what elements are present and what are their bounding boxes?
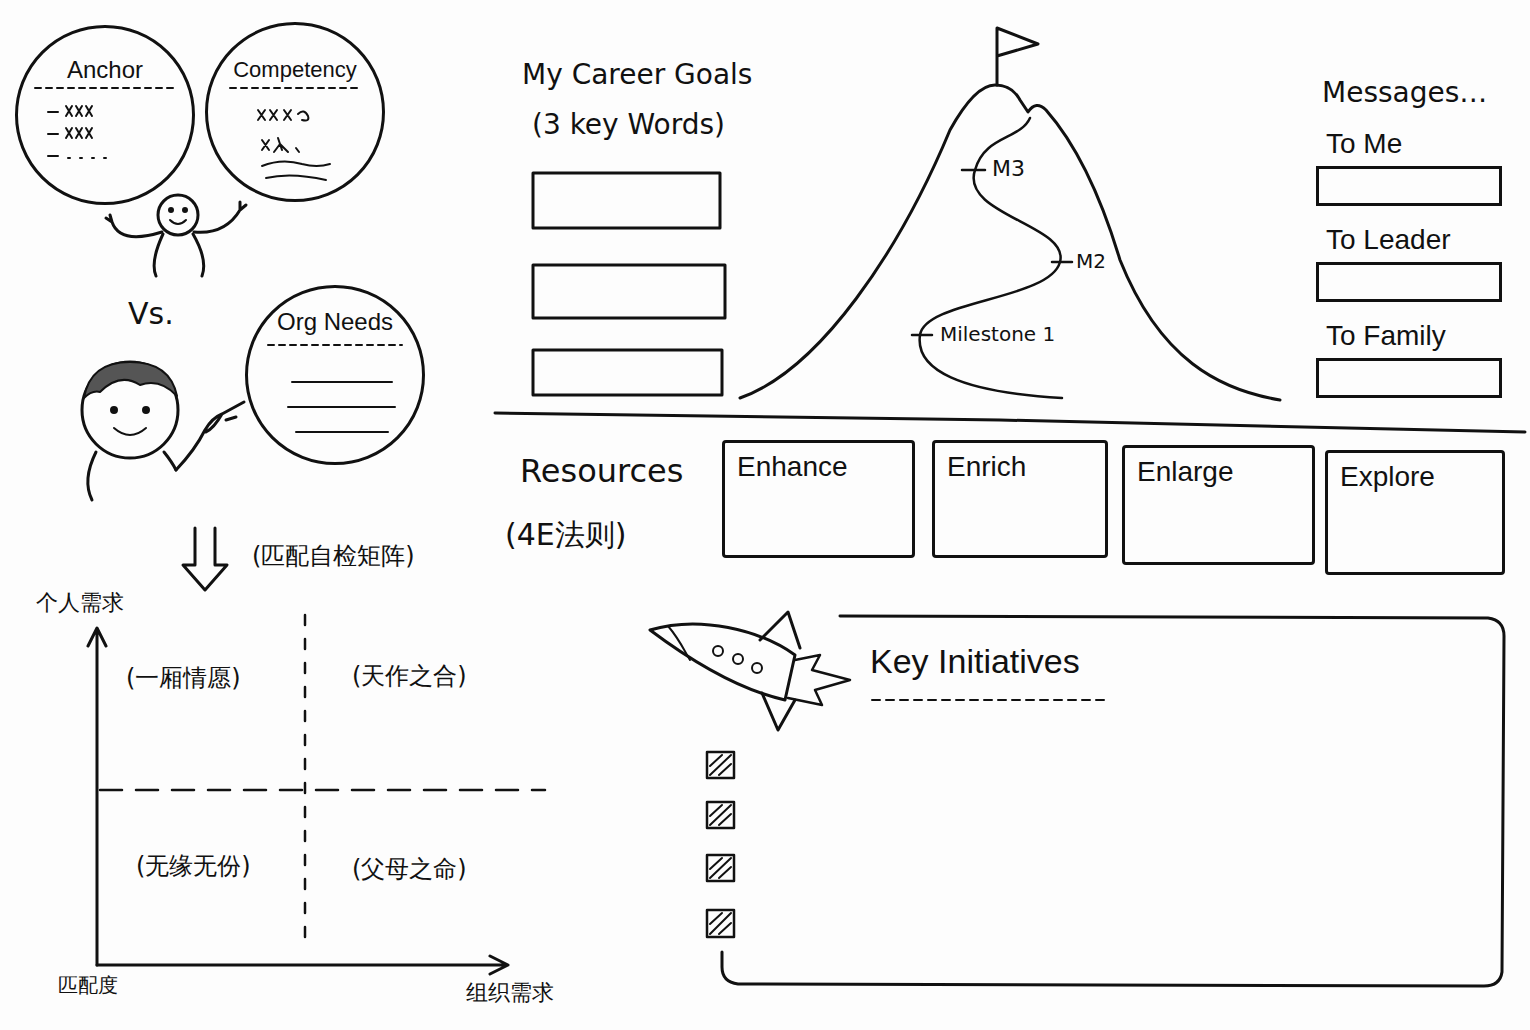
quadrant-label: (一厢情愿) (126, 662, 241, 694)
message-card: To Me (1316, 128, 1502, 206)
message-heading: To Family (1316, 320, 1502, 352)
message-card: To Family (1316, 320, 1502, 398)
section-subheading: (4E法则) (505, 515, 626, 556)
section-heading: Messages… (1322, 76, 1487, 109)
resource-box: Explore (1325, 450, 1505, 575)
section-heading: Resources (520, 452, 683, 490)
message-heading: To Leader (1316, 224, 1502, 256)
org-needs-circle: Org Needs (245, 285, 425, 465)
message-box (1316, 358, 1502, 398)
quadrant-label: (无缘无份) (136, 850, 251, 882)
quadrant-label: (天作之合) (352, 660, 467, 692)
section-subheading: (3 key Words) (532, 108, 725, 141)
resource-box: Enhance (722, 440, 915, 558)
circle-heading: Competency (208, 57, 382, 83)
resource-box: Enlarge (1122, 445, 1315, 565)
panel-heading: Key Initiatives (870, 642, 1080, 681)
message-box (1316, 166, 1502, 206)
axis-label: 组织需求 (466, 978, 554, 1008)
resource-heading: Enrich (947, 451, 1093, 483)
milestone-label: Milestone 1 (940, 322, 1055, 346)
axis-label: 个人需求 (36, 588, 124, 618)
matrix-title: (匹配自检矩阵) (252, 540, 415, 572)
resource-box: Enrich (932, 440, 1108, 558)
resource-heading: Explore (1340, 461, 1490, 493)
resource-heading: Enhance (737, 451, 900, 483)
circle-heading: Org Needs (248, 308, 422, 336)
circle-heading: Anchor (18, 56, 192, 84)
milestone-label: M3 (992, 156, 1025, 181)
initiatives-panel: Key Initiatives (718, 612, 1508, 990)
quadrant-label: (父母之命) (352, 853, 467, 885)
anchor-circle: Anchor (15, 25, 195, 205)
versus-label: Vs. (128, 296, 174, 331)
message-heading: To Me (1316, 128, 1502, 160)
milestone-label: M2 (1076, 249, 1106, 273)
panel-outline (718, 612, 1508, 990)
axis-label: 匹配度 (58, 972, 118, 999)
resource-heading: Enlarge (1137, 456, 1300, 488)
message-box (1316, 262, 1502, 302)
message-card: To Leader (1316, 224, 1502, 302)
section-heading: My Career Goals (522, 58, 752, 91)
competency-circle: Competency (205, 22, 385, 202)
